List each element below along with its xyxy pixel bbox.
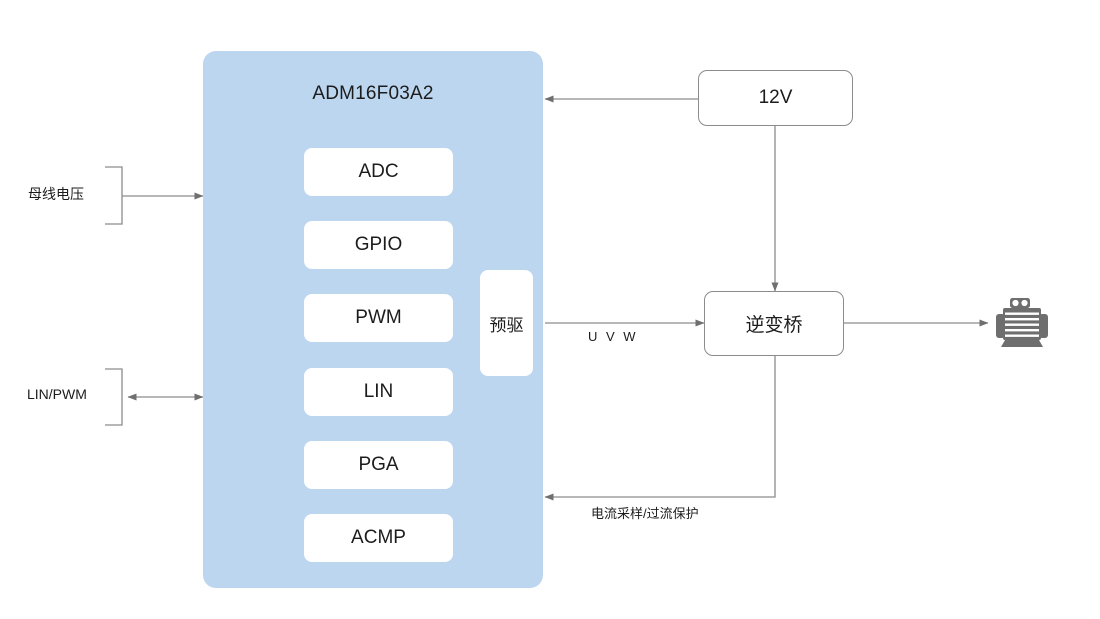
mcu-block-pga[interactable]: PGA [304,441,453,489]
mcu-block-lin[interactable]: LIN [304,368,453,416]
mcu-title: ADM16F03A2 [312,83,434,104]
mcu-block-gpio[interactable]: GPIO [304,221,453,269]
bus-voltage-label: 母线电压 [28,186,84,202]
lin-pwm-label: LIN/PWM [27,386,87,402]
bus-voltage-bracket [105,166,123,225]
mcu-block-adc[interactable]: ADC [304,148,453,196]
current-sampling-label: 电流采样/过流保护 [591,506,699,521]
motor-icon-graphic [996,298,1048,347]
uvw-label: U V W [588,329,639,344]
motor-icon [991,294,1053,356]
mcu-block-predriver[interactable]: 预驱 [480,270,533,376]
lin-pwm-bracket [105,368,123,426]
mcu-block-pwm[interactable]: PWM [304,294,453,342]
current-feedback-wire [544,356,776,501]
inverter-bridge-box[interactable]: 逆变桥 [704,291,844,356]
mcu-block-acmp[interactable]: ACMP [304,514,453,562]
supply-box-12v[interactable]: 12V [698,70,853,126]
